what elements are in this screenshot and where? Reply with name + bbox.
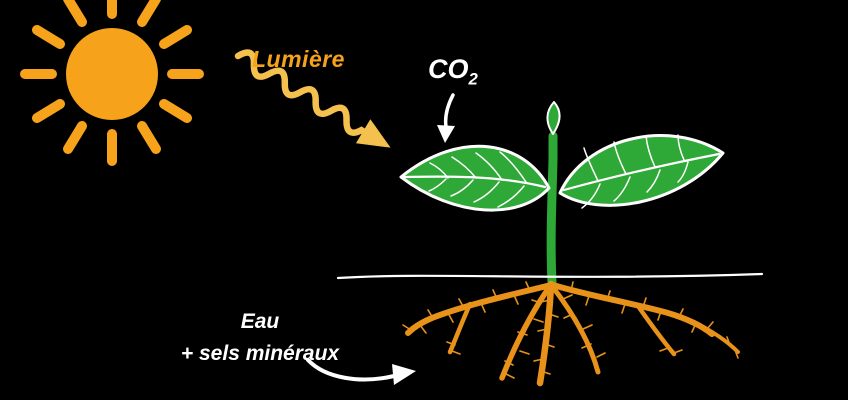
plant-illustration — [399, 101, 725, 288]
plant-bud — [546, 101, 561, 135]
co2-text: CO — [428, 54, 469, 84]
plant-leaf-right — [558, 134, 725, 209]
sun-rays — [20, 0, 204, 166]
water-arrowhead — [392, 364, 416, 385]
light-label: Lumière — [252, 46, 345, 72]
co2-label: CO2 — [428, 54, 478, 89]
co2-subscript: 2 — [468, 69, 478, 89]
root-hairs — [402, 281, 739, 379]
root-right-lower — [549, 283, 601, 375]
water-curved-arrow-icon — [306, 358, 416, 385]
roots-illustration — [402, 280, 740, 387]
root-left-branch — [447, 301, 473, 355]
soil-line — [336, 272, 764, 280]
water-arrow-line — [306, 358, 396, 382]
leaf-left-midrib — [402, 175, 547, 189]
leaf-right-midrib — [562, 152, 721, 192]
plant-stem — [546, 131, 558, 288]
light-wave-line — [234, 49, 369, 136]
sun-disc — [66, 28, 158, 120]
co2-arrowhead — [437, 125, 455, 143]
water-label: Eau + sels minéraux — [126, 306, 394, 369]
root-left-lower — [499, 283, 553, 381]
sun-icon — [20, 0, 204, 166]
leaf-left-veins — [428, 151, 527, 208]
leaf-right-veins — [581, 134, 689, 209]
root-right-branch-down — [635, 303, 677, 357]
light-wavy-arrow-icon — [234, 49, 391, 148]
root-left-main — [405, 282, 554, 336]
co2-arrow-line — [443, 93, 455, 129]
water-label-line1: Eau — [240, 310, 280, 333]
root-right-far — [692, 320, 740, 354]
water-label-line2: + sels minéraux — [180, 341, 340, 365]
plant-leaf-left — [399, 144, 551, 212]
light-arrowhead — [355, 119, 391, 148]
co2-down-arrow-icon — [437, 93, 455, 143]
